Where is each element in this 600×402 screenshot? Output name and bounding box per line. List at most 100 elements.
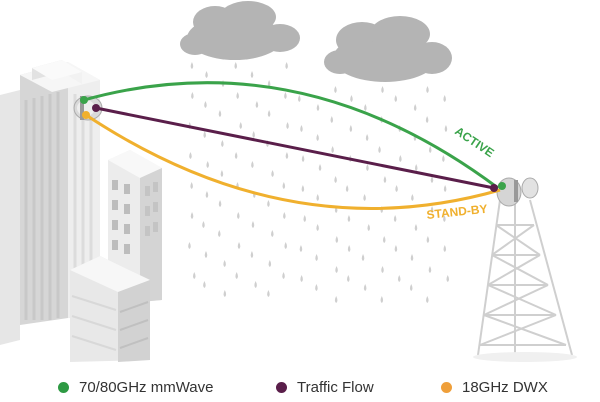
rain-drop <box>234 152 238 159</box>
rain-drop <box>286 122 289 129</box>
rain-drop <box>301 185 305 192</box>
rain-drop <box>426 86 429 93</box>
rain-drop <box>443 185 447 192</box>
rain-drop <box>284 242 287 249</box>
rain-drop <box>413 104 417 111</box>
legend-item-traffic: Traffic Flow <box>276 376 374 398</box>
rain-drop <box>399 155 402 162</box>
rain-drop <box>203 281 206 288</box>
rain-drop <box>300 125 303 132</box>
rain-drop <box>252 131 255 138</box>
rain-drop <box>190 182 193 189</box>
rain-drop <box>316 224 319 231</box>
rain-drop <box>347 245 351 252</box>
rain-drop <box>335 236 339 243</box>
rain-drop <box>410 254 414 261</box>
rain-drop <box>316 134 319 141</box>
rain-drop <box>193 272 196 279</box>
active-endpoint-tower <box>498 182 506 190</box>
rain-drop <box>430 206 434 213</box>
rain-drop <box>443 95 446 102</box>
rain-drop <box>218 110 222 117</box>
rain-drop <box>267 110 271 117</box>
rain-drop <box>394 245 398 252</box>
rain-drop <box>316 104 320 111</box>
rain-drop <box>426 236 430 243</box>
rain-drop <box>409 284 413 291</box>
rain-drop <box>267 80 271 87</box>
rain-drop <box>220 170 224 177</box>
rain-drop <box>331 146 334 153</box>
rain-drop <box>299 245 303 252</box>
rain-drop <box>347 275 350 282</box>
rain-drop <box>395 185 398 192</box>
rain-drop <box>203 131 206 138</box>
front-building <box>70 256 150 362</box>
rain-drop <box>334 86 337 93</box>
legend-dot-traffic <box>276 381 287 393</box>
rain-drop <box>218 200 222 207</box>
rain-drop <box>315 284 318 291</box>
rain-drop <box>382 236 386 243</box>
rain-drop <box>316 194 319 201</box>
standby-link <box>85 113 501 210</box>
rain-drop <box>235 272 238 279</box>
rain-drop <box>443 245 447 252</box>
tall-building <box>0 60 100 345</box>
legend-dot-mmwave <box>58 381 69 393</box>
rain-drop <box>347 215 351 222</box>
rain-drop <box>411 194 414 201</box>
rain-drop <box>202 221 205 228</box>
rain-drop <box>284 92 287 99</box>
rain-drop <box>349 125 353 132</box>
legend-item-mmwave: 70/80GHz mmWave <box>58 376 213 398</box>
rain-drop <box>250 251 254 258</box>
rain-drop <box>251 161 254 168</box>
rain-drop <box>188 242 191 249</box>
rain-drop <box>282 272 285 279</box>
rain-drop <box>236 92 239 99</box>
rain-drop <box>425 116 429 123</box>
rain-drop <box>334 176 337 183</box>
rain-drop <box>251 221 255 228</box>
rain-drop <box>300 275 303 282</box>
active-label: ACTIVE <box>452 124 496 160</box>
standby-endpoint-building <box>82 111 90 119</box>
cloud-left <box>180 1 300 60</box>
rain-drop <box>443 215 446 222</box>
tower-base-shadow <box>473 352 577 362</box>
rain-drop <box>206 161 209 168</box>
legend-label-dwx: 18GHz DWX <box>462 378 548 396</box>
lattice-tower <box>477 199 573 356</box>
active-link <box>83 81 499 190</box>
rain-drop <box>267 290 270 297</box>
rain-drop <box>380 296 384 303</box>
rain-drop <box>335 266 338 273</box>
rain-drop <box>239 122 242 129</box>
rain-drop <box>367 224 370 231</box>
rain-drop <box>271 230 274 237</box>
rain-drop <box>285 62 288 69</box>
standby-label: STAND-BY <box>426 202 488 222</box>
rain-drop <box>189 152 192 159</box>
rain-drop <box>298 95 301 102</box>
rain-drop <box>205 71 208 78</box>
rain-drop <box>283 212 286 219</box>
rain-drop <box>365 134 369 141</box>
rain-drop <box>221 140 224 147</box>
rain-drop <box>414 224 418 231</box>
rain-drop <box>446 275 449 282</box>
rain-drop <box>255 101 259 108</box>
rain-drop <box>301 155 305 162</box>
rain-drop <box>223 290 227 297</box>
rain-drop <box>254 281 257 288</box>
rain-drop <box>345 185 349 192</box>
traffic-endpoint-building <box>92 104 100 112</box>
rain-drop <box>444 125 448 132</box>
rain-drop <box>237 242 241 249</box>
rain-drop <box>271 170 274 177</box>
rain-drop <box>366 164 369 171</box>
rain-drops <box>188 62 449 303</box>
rain-drop <box>234 62 237 69</box>
